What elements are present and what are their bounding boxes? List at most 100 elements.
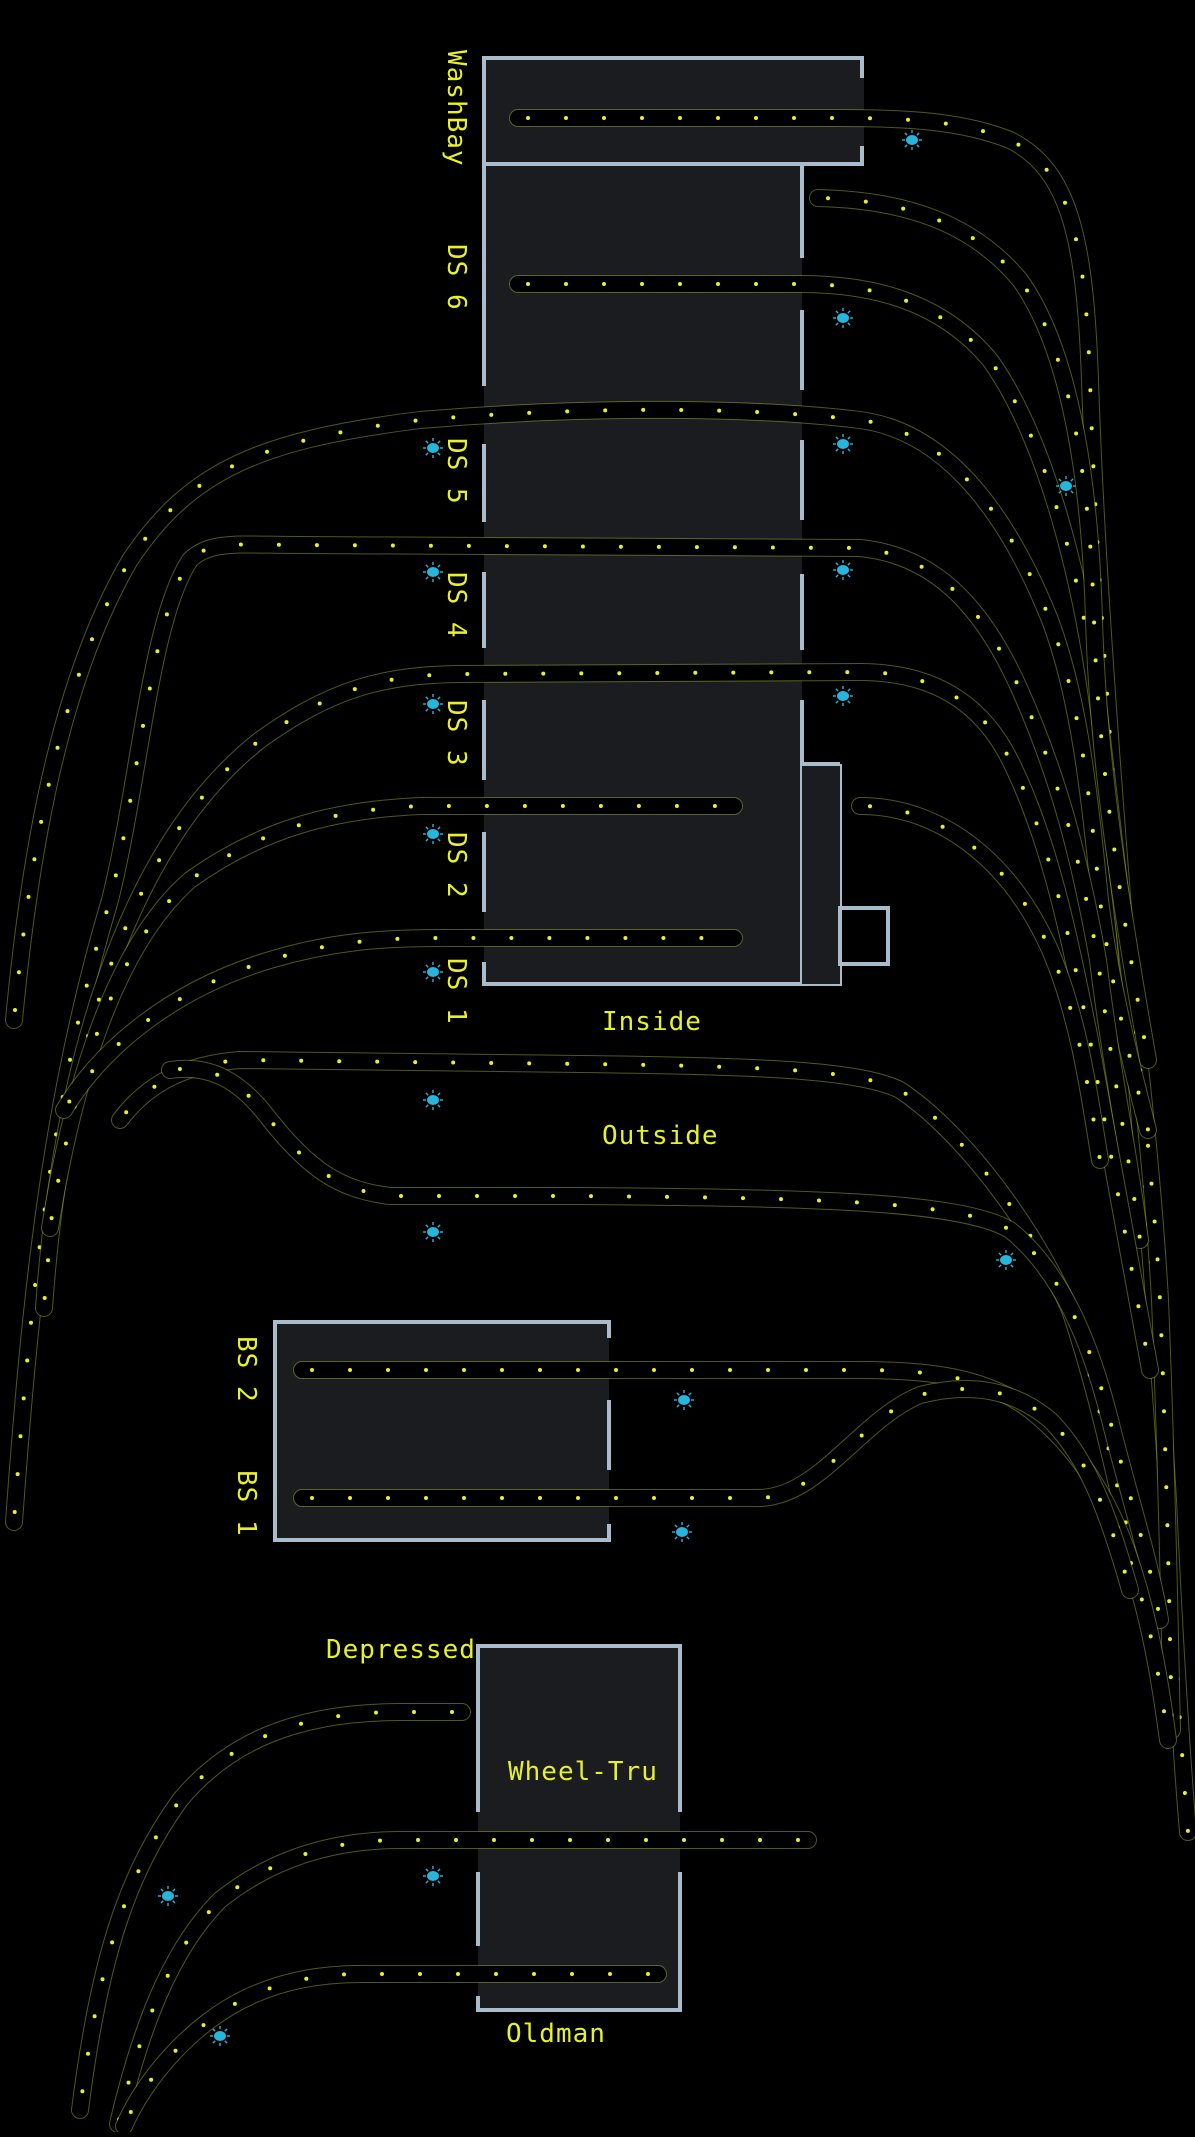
track-marker xyxy=(955,1376,960,1381)
track-marker xyxy=(314,543,319,548)
signal-lamp-icon xyxy=(833,686,853,706)
track-marker xyxy=(123,926,128,931)
track-marker xyxy=(56,1178,61,1183)
track-marker xyxy=(413,418,418,423)
signal-lamp-icon xyxy=(210,2026,230,2046)
track-marker xyxy=(303,1852,308,1856)
signal-lamp-icon xyxy=(833,308,853,328)
track-marker xyxy=(450,1710,454,1714)
ds1-track[interactable] xyxy=(55,929,743,1119)
track-marker xyxy=(892,1203,897,1208)
track-marker xyxy=(690,1368,694,1372)
track-marker xyxy=(617,671,622,676)
track-marker xyxy=(1185,1828,1190,1833)
track-marker xyxy=(1123,922,1128,927)
track-marker xyxy=(964,477,969,482)
track-marker xyxy=(830,1072,835,1076)
spur-track[interactable] xyxy=(809,189,1157,1069)
track-marker xyxy=(386,1368,390,1372)
track-marker xyxy=(223,1059,228,1064)
track-marker xyxy=(128,798,133,803)
track-marker xyxy=(380,1972,384,1976)
track-marker xyxy=(640,116,644,120)
track-marker xyxy=(310,1496,314,1500)
label-depressed: Depressed xyxy=(326,1635,476,1665)
track-marker xyxy=(551,1194,555,1198)
track-marker xyxy=(1119,1016,1123,1021)
track-marker xyxy=(168,508,173,513)
track-marker xyxy=(399,1194,403,1198)
track-marker xyxy=(968,337,973,342)
track-marker xyxy=(904,431,909,436)
track-marker xyxy=(68,1057,72,1062)
track-marker xyxy=(868,419,873,424)
track-marker xyxy=(141,723,145,728)
track-marker xyxy=(21,932,26,937)
track-marker xyxy=(386,1496,390,1500)
track-marker xyxy=(177,576,182,581)
track-marker xyxy=(157,858,162,863)
track-marker xyxy=(968,1213,972,1218)
track-marker xyxy=(614,1368,618,1372)
label-bs1: BS 1 xyxy=(231,1470,261,1537)
track-marker xyxy=(1116,1192,1120,1197)
track-marker xyxy=(1156,1606,1160,1611)
oldman-track[interactable] xyxy=(115,1965,667,2135)
track-marker xyxy=(919,564,924,569)
track-marker xyxy=(1129,1266,1134,1271)
track-marker xyxy=(830,283,834,288)
track-marker xyxy=(177,997,182,1002)
track-marker xyxy=(1109,1154,1114,1159)
bs-floor xyxy=(275,1322,609,1540)
annex-floor xyxy=(802,764,840,984)
track-marker xyxy=(333,813,338,818)
track-marker xyxy=(576,1496,580,1500)
track-marker xyxy=(769,670,774,675)
bs-wall xyxy=(273,1320,611,1542)
track-marker xyxy=(983,720,988,725)
track-marker xyxy=(636,804,641,808)
track-marker xyxy=(1164,1485,1169,1490)
track-marker xyxy=(1042,322,1047,327)
track-marker xyxy=(462,1496,466,1500)
track-marker xyxy=(576,1368,580,1372)
track-marker xyxy=(732,545,737,550)
track-marker xyxy=(416,1838,420,1842)
track-marker xyxy=(1118,1459,1123,1464)
ds2-track[interactable] xyxy=(41,797,743,1237)
track-marker xyxy=(1088,388,1093,393)
track-marker xyxy=(122,568,127,573)
track-marker xyxy=(1000,259,1005,264)
track-marker xyxy=(194,873,199,878)
ds3-track[interactable] xyxy=(35,663,1159,1379)
track-marker xyxy=(424,1496,428,1500)
track-marker xyxy=(1162,1409,1166,1414)
signal-lamp-icon xyxy=(423,1866,443,1886)
track-marker xyxy=(1112,847,1117,852)
outside-track[interactable] xyxy=(161,1059,1169,1629)
track-marker xyxy=(867,288,872,293)
track-marker xyxy=(104,910,109,915)
track-marker xyxy=(868,804,872,809)
signal-lamp-icon xyxy=(423,694,443,714)
track-marker xyxy=(128,2110,133,2114)
track-marker xyxy=(1080,469,1085,473)
track-marker xyxy=(1088,1042,1093,1047)
track-marker xyxy=(754,282,758,286)
track-marker xyxy=(284,720,289,725)
track-marker xyxy=(641,407,646,412)
annex-spur[interactable] xyxy=(851,797,1109,1169)
wheel-tru-track[interactable] xyxy=(109,1831,817,2133)
depressed-track[interactable] xyxy=(71,1703,471,2119)
track-marker xyxy=(717,408,722,413)
track-marker xyxy=(1148,1634,1153,1639)
track-marker xyxy=(804,1368,808,1372)
ds5-track[interactable] xyxy=(5,400,1157,1139)
track-marker xyxy=(1117,885,1122,890)
track-marker xyxy=(1073,578,1078,583)
track-marker xyxy=(446,804,451,808)
track-marker xyxy=(792,116,796,120)
bs1-track[interactable] xyxy=(293,1380,1139,1599)
ds4-track[interactable] xyxy=(5,535,1149,1531)
track-marker xyxy=(793,1068,798,1073)
